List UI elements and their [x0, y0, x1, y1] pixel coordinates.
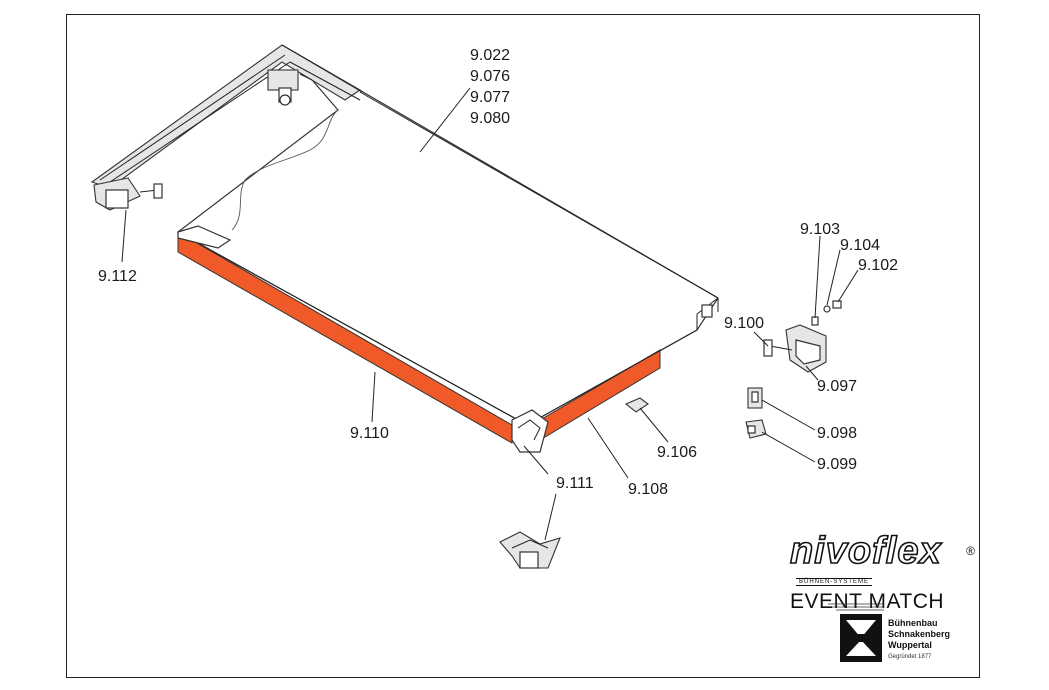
label-9097: 9.097 [817, 378, 857, 395]
part-9099 [745, 419, 767, 439]
label-9098: 9.098 [817, 425, 857, 442]
brand-block: nivoflex ® BÜHNEN-SYSTEME EVENT MATCH [789, 530, 975, 614]
nivoflex-logo: nivoflex ® [789, 530, 975, 572]
part-labels: 9.022 9.076 9.077 9.080 9.103 9.104 9.10… [98, 47, 898, 498]
label-9110: 9.110 [350, 425, 389, 442]
event-match-text: EVENT MATCH [790, 590, 945, 613]
corner-piece-mounted [511, 409, 549, 453]
label-9103: 9.103 [800, 221, 840, 238]
label-9076: 9.076 [470, 68, 510, 85]
company-line-1: Bühnenbau [888, 618, 938, 628]
registered-mark: ® [966, 544, 976, 558]
washer-9104 [823, 305, 831, 313]
buehnenbau-logo-block: Bühnenbau Schnakenberg Wuppertal Gegründ… [828, 603, 950, 662]
cutaway-line [231, 109, 339, 231]
logo-text: nivoflex [789, 530, 942, 572]
stage-platform [90, 44, 719, 453]
label-9106: 9.106 [657, 444, 697, 461]
company-line-3: Wuppertal [888, 640, 932, 650]
nut-9102 [832, 300, 842, 309]
founded-text: Gegründet 1877 [888, 654, 932, 660]
label-9080: 9.080 [470, 110, 510, 127]
company-line-2: Schnakenberg [888, 629, 950, 639]
front-skirt-9110 [177, 231, 513, 444]
bs-emblem [840, 614, 882, 662]
label-9104: 9.104 [840, 237, 880, 254]
label-9100: 9.100 [724, 315, 764, 332]
clamp-9112 [93, 177, 163, 263]
label-9077: 9.077 [470, 89, 510, 106]
label-9112: 9.112 [98, 268, 137, 285]
skirt-end-cap [177, 225, 232, 249]
speed-lines [828, 603, 884, 611]
hardware-9097-assembly [763, 300, 842, 373]
corner-clamp-rear [267, 69, 313, 106]
logo-subtitle: BÜHNEN-SYSTEME [796, 578, 873, 586]
label-9102: 9.102 [858, 257, 898, 274]
label-9111: 9.111 [556, 475, 594, 492]
bolt-9103 [811, 316, 819, 326]
label-9022: 9.022 [470, 47, 510, 64]
part-9106 [624, 397, 649, 413]
drawing-frame [66, 14, 980, 678]
label-9108: 9.108 [628, 481, 668, 498]
corner-piece-9111 [499, 531, 561, 569]
leader-lines [371, 87, 859, 541]
part-9098 [747, 387, 763, 409]
label-9099: 9.099 [817, 456, 857, 473]
